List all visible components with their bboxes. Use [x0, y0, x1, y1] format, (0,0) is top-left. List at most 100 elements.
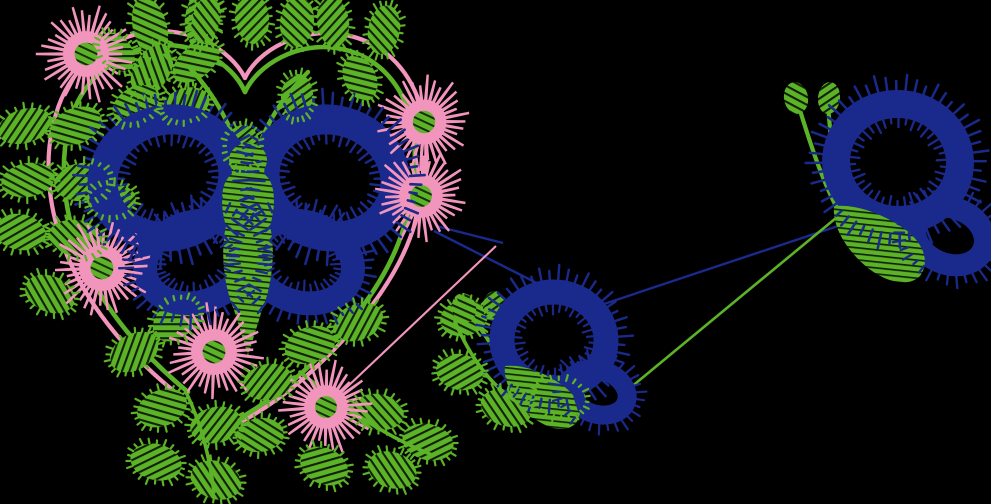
stitch-spike [136, 49, 143, 56]
stitch-spike [193, 82, 197, 89]
stem [453, 320, 522, 406]
stitch-spike [152, 310, 159, 315]
stitch-spike [74, 159, 78, 165]
stitch-spike-inner [262, 248, 273, 254]
stitch-spike [234, 220, 249, 231]
stitch-spike [234, 433, 242, 440]
stitch-spike [308, 0, 314, 5]
stitch-spike [377, 445, 382, 454]
stitch-spike [199, 440, 204, 446]
stitch-spike-inner [575, 311, 582, 319]
stitch-spike [151, 331, 158, 337]
stitch-spike [287, 311, 292, 320]
stitch-spike [182, 94, 187, 107]
stitch-spike [355, 421, 360, 426]
stitch-spike [52, 247, 58, 253]
stitch-spike-inner [530, 308, 537, 316]
stitch-spike-inner [850, 168, 861, 173]
stitch-spike-inner [189, 137, 196, 148]
stitch-spike [146, 303, 154, 311]
stitch-spike [264, 450, 268, 456]
stitch-spike [373, 106, 384, 121]
stitch-spike [187, 470, 193, 474]
stitch-spike [54, 110, 61, 117]
stitch-spike [509, 277, 520, 291]
stitch-spike [267, 399, 270, 408]
stitch-spike [436, 321, 442, 325]
stitch-spike [624, 365, 636, 375]
stitch-spike [66, 253, 71, 262]
stitch-spike [100, 119, 109, 123]
stitch-spike [387, 118, 402, 132]
wing-stitch-spikes [475, 263, 635, 414]
stitch-spike [161, 479, 165, 487]
stitch-spike [362, 39, 370, 45]
stitch-spike [186, 246, 194, 266]
stitch-spike [516, 425, 522, 434]
stitch-spike-inner [867, 125, 875, 134]
stitch-spike [206, 311, 212, 326]
stitch-spike [89, 183, 97, 191]
stitch-spike [475, 403, 482, 407]
stitch-spike [266, 356, 269, 365]
stitch-spike [191, 89, 199, 109]
wing-stitch-spikes [125, 437, 187, 487]
stitch-spike [224, 131, 230, 136]
stitch-spike [633, 404, 641, 409]
stitch-spike [893, 231, 906, 234]
stitch-spike [33, 247, 39, 255]
stitch-spike [185, 401, 194, 405]
stitch-spike [32, 139, 37, 146]
stitch-spike [337, 306, 343, 312]
stitch-spike [162, 53, 169, 60]
stitch-spike [399, 433, 404, 437]
stitch-spike [100, 193, 108, 200]
stitch-spike [343, 1, 350, 8]
stitch-spike [950, 187, 955, 198]
stitch-spike [86, 220, 103, 234]
stitch-spike [204, 44, 208, 52]
stitch-spike-inner [919, 187, 929, 199]
stitch-spike [369, 10, 375, 16]
stitch-spike [231, 2, 238, 7]
stitch-spike-inner [147, 208, 154, 221]
stitch-spike [234, 405, 241, 413]
stitch-spike [131, 39, 138, 44]
stitch-spike-inner [935, 158, 947, 162]
stitch-spike [27, 155, 30, 164]
stitch-spike [108, 183, 116, 187]
stitch-spike [823, 202, 838, 214]
stitch-spike [345, 475, 351, 479]
stitch-spike-inner [521, 357, 529, 364]
stitch-spike [235, 445, 242, 451]
stitch-spike [275, 33, 283, 39]
stitch-spike-inner [140, 209, 147, 219]
stitch-spike [272, 104, 283, 119]
stitch-spike [219, 7, 227, 12]
stitch-spike [18, 209, 21, 215]
stitch-spike [2, 191, 9, 198]
stitch-spike-inner [309, 210, 315, 218]
stitch-spike [83, 206, 95, 213]
stitch-spike [393, 44, 399, 50]
stitch-spike [144, 477, 150, 486]
stitch-spike [43, 129, 52, 133]
stitch-spike [105, 353, 112, 356]
stitch-spike [69, 199, 74, 206]
stitch-spike-inner [849, 155, 861, 160]
stitch-spike [122, 280, 137, 287]
stitch-spike [403, 206, 420, 215]
stitch-spike [177, 471, 185, 477]
stitch-spike [580, 418, 585, 426]
stitch-spike [5, 109, 11, 116]
stitch-spike [206, 442, 210, 449]
stitch-spike-inner [209, 232, 214, 240]
stitch-spike [167, 75, 175, 81]
stitch-spike-inner [155, 213, 159, 223]
stitch-spike [64, 214, 68, 222]
stitch-spike-inner [288, 282, 293, 289]
stitch-spike [954, 207, 965, 217]
stitch-spike [300, 93, 307, 109]
stitch-spike [304, 41, 311, 49]
stitch-spike [454, 296, 459, 303]
